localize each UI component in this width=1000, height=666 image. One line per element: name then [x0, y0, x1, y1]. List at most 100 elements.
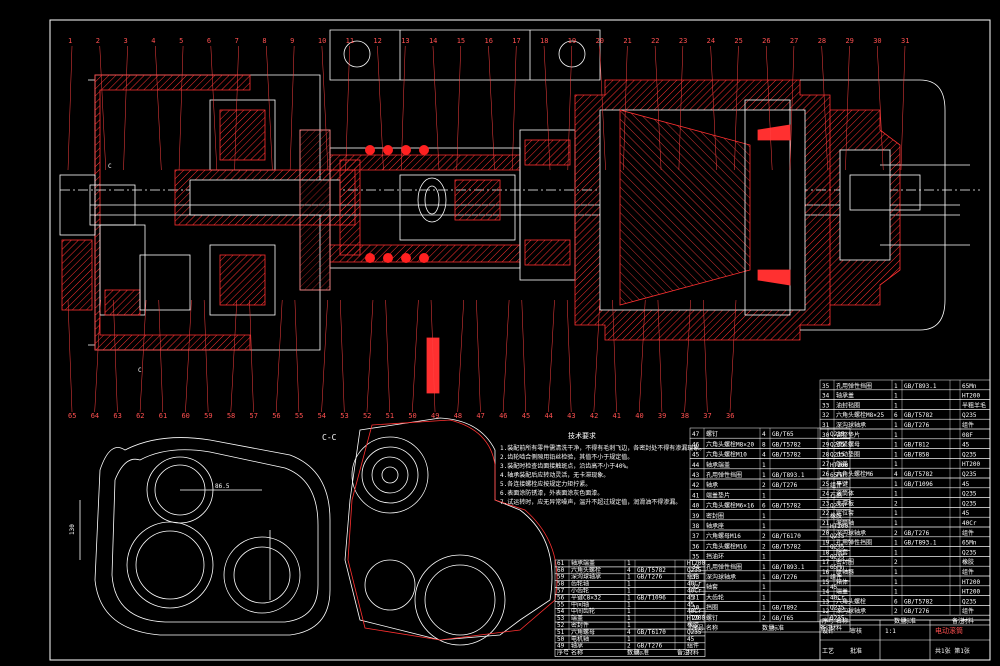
leader-line: [185, 299, 192, 413]
table-cell: 45: [687, 601, 695, 608]
table-cell: GB/T5782: [904, 471, 933, 478]
table-cell: 35: [822, 383, 830, 390]
table-cell: 1: [894, 422, 898, 429]
table-cell: 40Cr: [962, 520, 977, 527]
part-number-label: 65: [68, 412, 76, 420]
table-cell: 54: [557, 608, 565, 615]
leader-line: [158, 299, 164, 413]
table-cell: 轴承: [571, 642, 583, 650]
table-cell: HT200: [830, 523, 848, 530]
table-cell: Q235: [830, 543, 845, 550]
part-number-label: 20: [596, 37, 604, 45]
table-header: [554, 649, 706, 657]
leader-line: [366, 299, 374, 413]
table-cell: 螺钉: [706, 614, 718, 622]
table-cell: 45: [962, 442, 970, 449]
part-number-label: 60: [181, 412, 189, 420]
table-cell: 51: [557, 629, 565, 636]
table-cell: 1: [762, 594, 766, 601]
table-cell: HT200: [962, 579, 980, 586]
spring-coil: [365, 253, 375, 263]
table-cell: 46: [692, 441, 700, 448]
table-header-cell: 序号: [557, 649, 569, 657]
table-cell: 2: [627, 643, 631, 650]
table-cell: 1: [894, 569, 898, 576]
outer-frame: [49, 19, 991, 661]
housing-outline-view: [79, 437, 331, 636]
part-number-label: 7: [235, 37, 239, 45]
table-cell: 1: [762, 564, 766, 571]
part-number-label: 26: [762, 37, 770, 45]
table-cell: GB/T5782: [772, 452, 801, 459]
table-cell: HT200: [962, 461, 980, 468]
table-cell: 六角头螺栓M8×20: [706, 440, 754, 448]
table-cell: 1: [762, 584, 766, 591]
leader-line: [203, 299, 209, 413]
table-cell: 中间齿轮: [571, 607, 595, 615]
table-cell: 34: [692, 564, 700, 571]
part-number-label: 13: [401, 37, 409, 45]
table-cell: 1: [627, 636, 631, 643]
table-cell: 组件: [962, 568, 974, 576]
leader-line: [266, 45, 273, 171]
part-number-label: 58: [227, 412, 235, 420]
table-cell: 47: [692, 431, 700, 438]
table-cell: GB/T893.1: [904, 540, 937, 547]
note-line: 3.装配时检查齿面接触斑点，沿齿高不小于40%。: [500, 462, 632, 470]
table-cell: Q235: [830, 554, 845, 561]
table-cell: 40Cr: [687, 581, 702, 588]
table-cell: 23: [822, 500, 830, 507]
section-cc-view: [344, 417, 553, 646]
table-cell: 41: [692, 492, 700, 499]
table-cell: 4: [894, 471, 898, 478]
table-cell: 58: [557, 581, 565, 588]
leader-line: [612, 299, 617, 413]
table-cell: 端盖垫片: [706, 491, 730, 499]
table-cell: 止动垫圈: [836, 450, 860, 458]
table-cell: Q235: [962, 491, 977, 498]
table-cell: 孔用弹性挡圈: [706, 563, 742, 571]
title-block-roles: 设计审核工艺批准: [822, 627, 862, 655]
table-cell: 大齿轮: [706, 593, 724, 601]
table-cell: Q235: [962, 598, 977, 605]
table-cell: 4: [627, 567, 631, 574]
table-cell: GB/T276: [904, 422, 930, 429]
table-cell: GB/T812: [904, 442, 930, 449]
leader-line: [684, 299, 691, 413]
leader-line: [294, 299, 300, 413]
table-cell: 2: [762, 615, 766, 622]
leader-line: [900, 45, 906, 171]
table-cell: 橡胶: [687, 621, 699, 629]
leader-line: [543, 45, 551, 171]
table-cell: 22: [822, 510, 830, 517]
table-cell: 6: [894, 598, 898, 605]
table-cell: 组件: [962, 607, 974, 615]
table-cell: 深沟球轴承: [706, 573, 736, 581]
table-cell: 1: [894, 481, 898, 488]
part-number-label: 12: [373, 37, 381, 45]
table-cell: 组件: [687, 642, 699, 650]
table-cell: GB/T892: [772, 605, 798, 612]
table-cell: 29: [822, 442, 830, 449]
spring-coils: [365, 145, 429, 263]
drawing-name: 电动滚筒: [935, 626, 963, 635]
svg-text:86.5: 86.5: [215, 483, 230, 490]
table-cell: GB/T1096: [904, 481, 933, 488]
leader-line: [789, 45, 795, 171]
table-cell: GB/T5782: [904, 598, 933, 605]
table-cell: 轴套: [706, 583, 718, 591]
table-cell: 2: [762, 543, 766, 550]
table-cell: 轴承端盖: [706, 461, 730, 469]
table-header-cell: 数量: [762, 624, 774, 632]
leader-line: [430, 299, 436, 413]
table-cell: 17: [822, 559, 830, 566]
leader-line: [657, 299, 663, 413]
leader-line: [729, 299, 737, 413]
table-cell: 45: [692, 452, 700, 459]
